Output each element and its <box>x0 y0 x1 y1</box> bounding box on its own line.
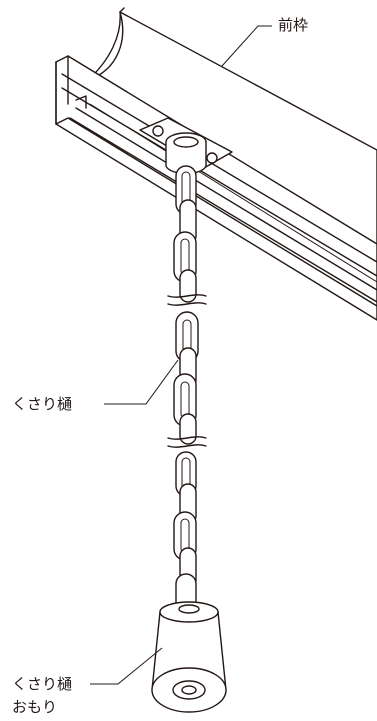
label-weight-line2: おもり <box>12 698 58 716</box>
leader-front-frame <box>221 25 272 67</box>
rail-track <box>55 55 377 321</box>
leader-chain-gutter <box>104 359 179 405</box>
chain-lower <box>173 451 197 615</box>
leader-weight <box>90 647 163 685</box>
chain-middle <box>167 311 207 448</box>
chain-mount <box>139 117 233 175</box>
chain-upper <box>167 165 207 306</box>
weight-cylinder <box>151 601 227 713</box>
label-weight-line1: くさり樋 <box>12 675 73 693</box>
label-front-frame: 前枠 <box>278 16 309 34</box>
label-chain-gutter: くさり樋 <box>12 395 73 413</box>
